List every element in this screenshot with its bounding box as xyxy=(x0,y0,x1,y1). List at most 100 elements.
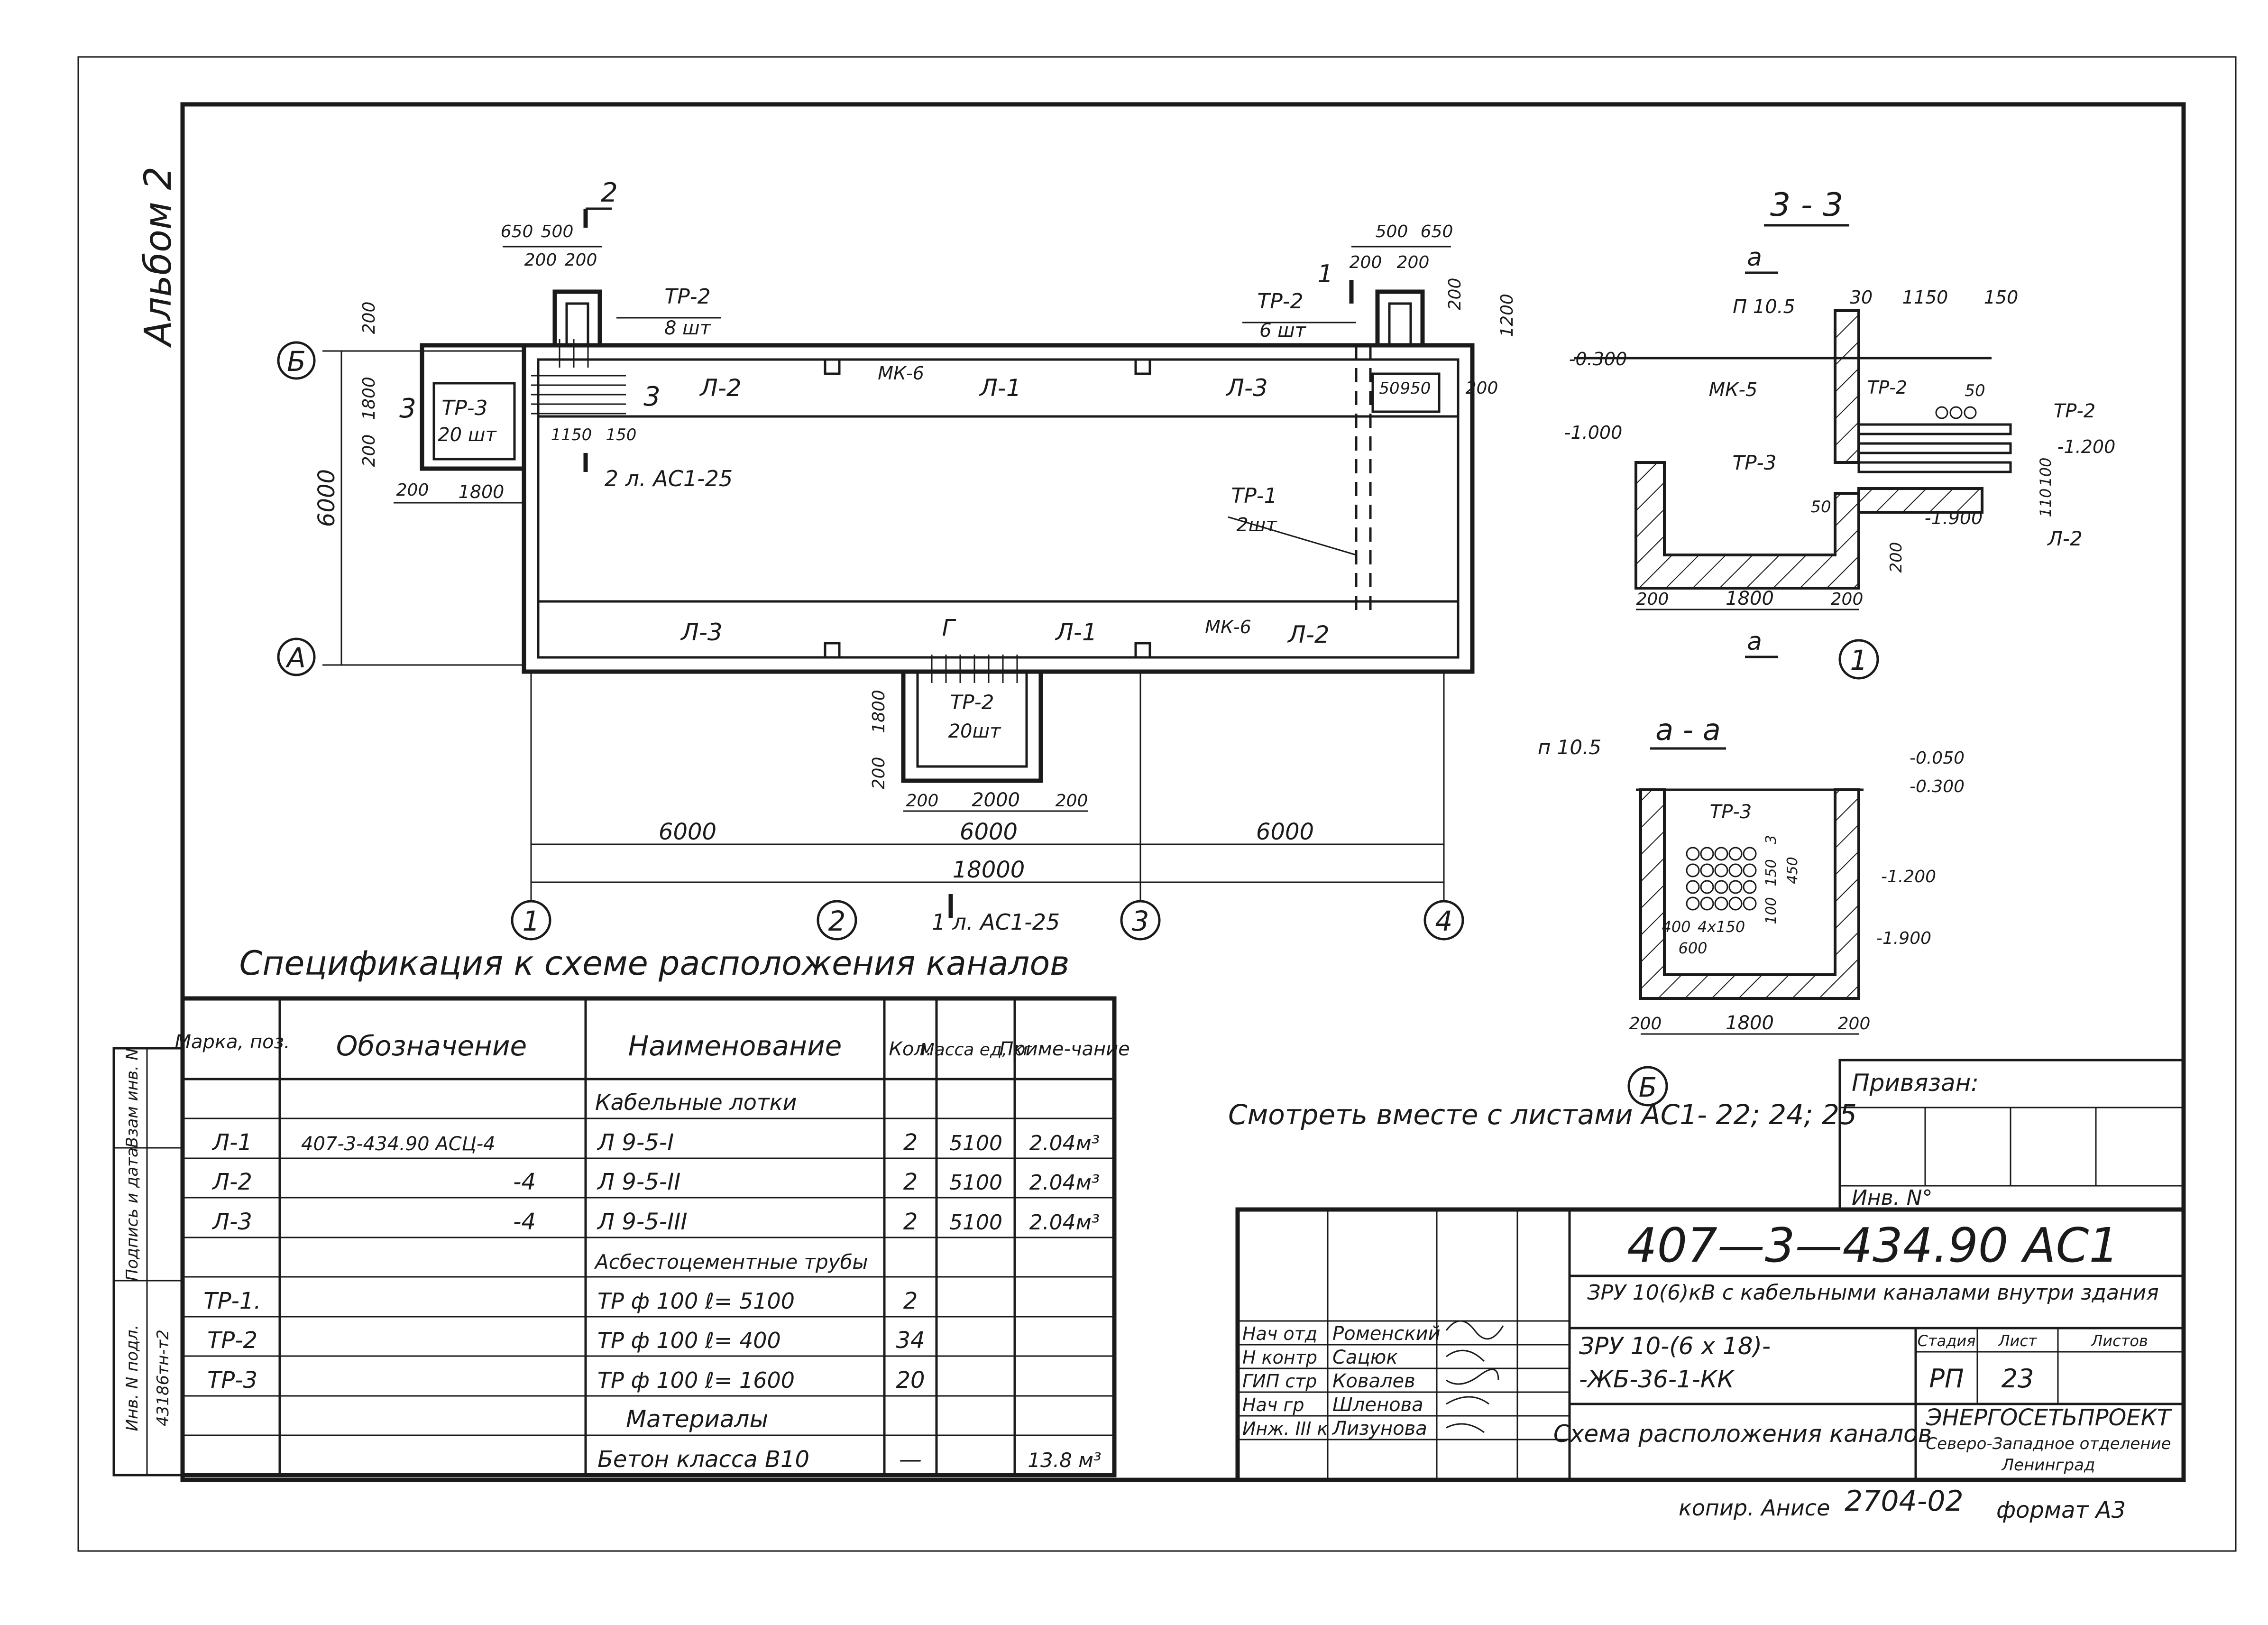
leader-tr1 xyxy=(1228,516,1357,556)
spec-row-designation: -4 xyxy=(513,1209,536,1235)
dim-3x-aa: 3 xyxy=(1763,835,1780,844)
label-tr1: ТР-1 xyxy=(1231,484,1277,508)
dim-50b: 50 xyxy=(1810,498,1831,517)
name-5: Лизунова xyxy=(1331,1418,1427,1440)
spec-row-note: 2.04м³ xyxy=(1029,1171,1100,1195)
spec-header-designation: Обозначение xyxy=(336,1030,527,1062)
dim-1800-33: 1800 xyxy=(1726,588,1774,609)
ref-bottom-sheet: 1 л. АС1-25 xyxy=(932,909,1060,935)
spec-row-name: Материалы xyxy=(626,1405,768,1433)
spec-row-qty: 34 xyxy=(896,1327,925,1354)
pipe-tr2-circle xyxy=(1949,406,1963,419)
section-1-number-top: 1 xyxy=(1317,260,1333,288)
top-left-stub xyxy=(552,289,602,348)
section-3-3-wall xyxy=(1834,309,1860,464)
dim-200-left-33: 200 xyxy=(1636,590,1669,609)
dim-200-right-aa: 200 xyxy=(1838,1014,1871,1034)
pipe-block-2 xyxy=(1857,442,2012,454)
dim-150-33: 150 xyxy=(1984,287,2019,308)
dim-4x150-aa: 4x150 xyxy=(1698,918,1745,936)
level-1200-33: -1.200 xyxy=(2057,436,2116,457)
spec-row-designation: -4 xyxy=(513,1169,536,1195)
stage-value: РП xyxy=(1929,1364,1964,1394)
doc-code: 407—3—434.90 АС1 xyxy=(1627,1218,2119,1273)
tray-joint xyxy=(824,642,841,659)
dim-200-left-3: 200 xyxy=(359,434,379,467)
inv-no-label: Инв. N° xyxy=(1852,1186,1933,1210)
axis-bubble-b xyxy=(277,341,316,380)
slab-p105-aa: п 10.5 xyxy=(1538,736,1601,759)
signature-scribbles xyxy=(1445,1320,1504,1433)
section-3-3: 3 - 3 а П 10.5 -0.300 МК-5 -1.000 ТР-3 3… xyxy=(1564,186,2116,680)
section-3-3-channel xyxy=(1634,461,1860,590)
dim-200-left-aa: 200 xyxy=(1629,1014,1662,1034)
spec-row-note: 2.04м³ xyxy=(1029,1131,1100,1155)
section-3-3-title: 3 - 3 xyxy=(1770,186,1843,224)
top-right-stub xyxy=(1375,289,1425,348)
bottom-pit-inner xyxy=(916,670,1028,768)
dim-200-pit-left: 200 xyxy=(906,791,939,811)
top-left-stub-inner xyxy=(565,302,589,347)
role-1: Нач отд xyxy=(1242,1323,1317,1344)
org-name: ЭНЕРГОСЕТЬПРОЕКТ xyxy=(1926,1404,2173,1431)
dim-span-3: 6000 xyxy=(1256,819,1314,845)
dim-200-right-33: 200 xyxy=(1831,590,1864,609)
sheet-header: Лист xyxy=(1998,1332,2037,1350)
role-5: Инж. III к xyxy=(1242,1418,1328,1439)
axis-bubble-aa xyxy=(1627,1066,1668,1107)
dim-total: 18000 xyxy=(953,857,1025,883)
level-0050: -0.050 xyxy=(1910,748,1965,768)
spec-header-mark: Марка, поз. xyxy=(174,1031,290,1053)
label-tr3-qty: 20 шт xyxy=(438,424,497,446)
spec-row-mark: Л-1 xyxy=(211,1129,252,1156)
label-tr2-20-qty: 20шт xyxy=(948,720,1002,742)
spec-row-name: ТР ф 100 ℓ= 5100 xyxy=(597,1288,795,1314)
section-2-number: 2 xyxy=(601,177,618,208)
copy-note: копир. Анисе xyxy=(1679,1495,1830,1521)
dim-200-bottom-left: 200 xyxy=(396,480,429,500)
left-margin-stamp: Взам инв. N Подпись и дата Инв. N подл. … xyxy=(112,1047,184,1477)
dim-110: 110 xyxy=(2037,488,2055,517)
outer-frame xyxy=(77,56,2237,1552)
level-0300-aa: -0.300 xyxy=(1910,777,1965,796)
axis-label-4: 4 xyxy=(1435,905,1453,937)
building-code-2: -ЖБ-36-1-КК xyxy=(1579,1366,1735,1393)
spec-row-qty: 20 xyxy=(896,1367,925,1394)
tray-l2-section xyxy=(1857,487,1983,514)
level-1900-aa: -1.900 xyxy=(1876,929,1931,948)
level-1000: -1.000 xyxy=(1564,422,1623,443)
inner-frame xyxy=(180,102,2186,1482)
top-right-stub-inner xyxy=(1388,302,1412,347)
dim-200-right-r: 200 xyxy=(1466,379,1498,398)
right-small-box xyxy=(1371,372,1441,413)
axis-bubble-2 xyxy=(817,900,857,941)
tray-joint xyxy=(824,358,841,375)
spec-row-mass: 5100 xyxy=(949,1171,1002,1195)
spec-row-name: Бетон класса В10 xyxy=(597,1446,809,1473)
label-tr3-aa: ТР-3 xyxy=(1710,801,1752,823)
title-block: Привязан: Инв. N° 407—3—434.90 АС1 ЗРУ 1… xyxy=(1235,1059,2186,1482)
role-3: ГИП стр xyxy=(1242,1371,1317,1392)
dim-50: 50 xyxy=(1379,379,1399,398)
label-tr2-33b: ТР-2 xyxy=(2054,400,2095,422)
left-pit-inner xyxy=(432,382,516,461)
label-mk5: МК-5 xyxy=(1709,379,1758,401)
spec-row-qty: 2 xyxy=(903,1209,918,1235)
dim-200-left-2: 200 xyxy=(565,250,597,270)
cut-a-bottom: а xyxy=(1747,628,1762,656)
mk6-bottom: МК-6 xyxy=(1205,617,1251,637)
spec-row-mark: ТР-2 xyxy=(207,1327,257,1354)
dim-200-v: 200 xyxy=(1887,542,1906,573)
spec-title: Спецификация к схеме расположения канало… xyxy=(239,944,1070,983)
spec-row-qty: 2 xyxy=(903,1169,918,1195)
dim-span-1: 6000 xyxy=(659,819,716,845)
margin-inv-zam: Взам инв. N xyxy=(123,1048,142,1148)
dim-1800-bottom-left: 1800 xyxy=(459,481,505,502)
dim-100: 100 xyxy=(2037,457,2055,486)
spec-row-name: ТР ф 100 ℓ= 400 xyxy=(597,1328,781,1353)
spec-row-qty: 2 xyxy=(903,1129,918,1156)
name-1: Роменский xyxy=(1332,1323,1441,1345)
spec-row-name: ТР ф 100 ℓ= 1600 xyxy=(597,1367,795,1393)
spec-header-note: Приме-чание xyxy=(999,1038,1130,1060)
axis-bubble-3 xyxy=(1120,900,1161,941)
